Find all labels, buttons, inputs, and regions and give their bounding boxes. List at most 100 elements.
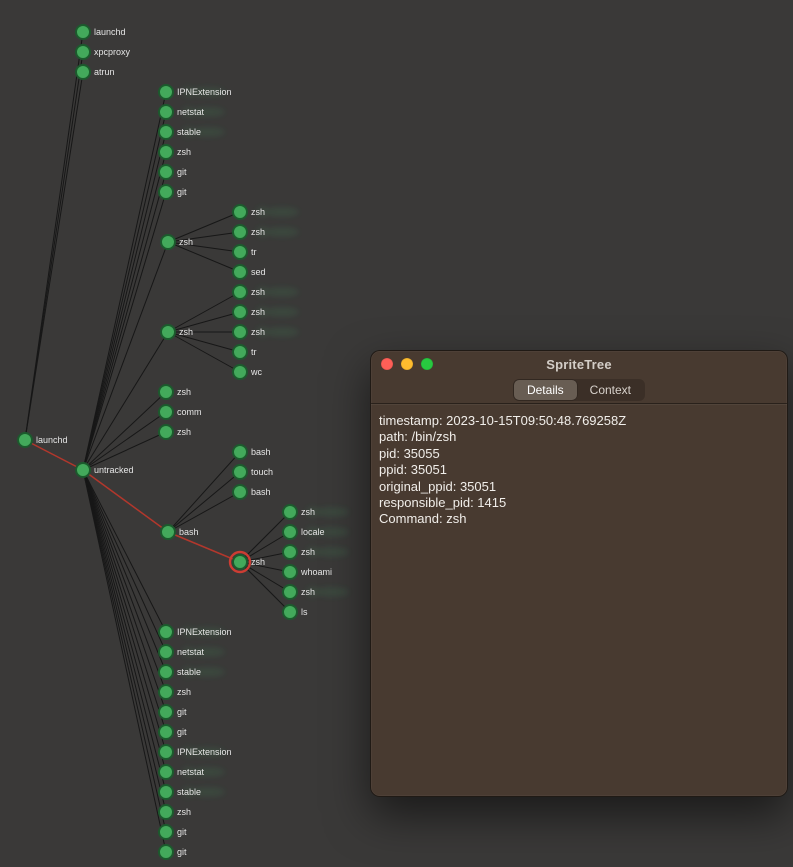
sprite-tree-window: SpriteTree Details Context timestamp: 202… (370, 350, 788, 797)
tree-node-label: locale (301, 527, 325, 537)
tree-node[interactable] (158, 764, 174, 780)
tree-edge (82, 469, 167, 773)
tree-node[interactable] (158, 684, 174, 700)
tree-node[interactable] (158, 184, 174, 200)
tree-node[interactable] (158, 704, 174, 720)
tree-node-label: xpcproxy (94, 47, 131, 57)
tree-node[interactable] (17, 432, 33, 448)
detail-line: timestamp: 2023-10-15T09:50:48.769258Z (379, 413, 627, 428)
tab-details[interactable]: Details (513, 380, 577, 400)
tree-node-label: comm (177, 407, 202, 417)
tree-node[interactable] (232, 364, 248, 380)
tree-node[interactable] (158, 724, 174, 740)
tree-edge (82, 469, 167, 813)
tree-node-label: git (177, 187, 187, 197)
tree-node-label: netstat (177, 107, 205, 117)
tree-edge (82, 131, 167, 471)
tree-node[interactable] (158, 744, 174, 760)
tree-node-label: untracked (94, 465, 134, 475)
tree-node[interactable] (282, 504, 298, 520)
tree-node[interactable] (282, 604, 298, 620)
detail-line: Command: zsh (379, 511, 467, 527)
tree-node[interactable] (75, 64, 91, 80)
detail-line: original_ppid: 35051 (379, 478, 497, 494)
tree-edge (82, 171, 167, 471)
tree-node[interactable] (232, 244, 248, 260)
tree-node[interactable] (232, 264, 248, 280)
tree-node[interactable] (232, 484, 248, 500)
tree-node[interactable] (232, 464, 248, 480)
tree-node[interactable] (160, 234, 176, 250)
tree-node[interactable] (158, 824, 174, 840)
tree-node[interactable] (158, 844, 174, 860)
tree-node[interactable] (282, 544, 298, 560)
tree-node-label: zsh (177, 427, 191, 437)
tab-context[interactable]: Context (589, 383, 632, 397)
tree-edge (24, 71, 84, 441)
tree-node[interactable] (232, 304, 248, 320)
tree-node[interactable] (75, 44, 91, 60)
tree-node-label: touch (251, 467, 273, 477)
tree-node-label: tr (251, 247, 257, 257)
selected-node-ring (228, 550, 252, 574)
tree-node[interactable] (158, 804, 174, 820)
tree-node[interactable] (232, 284, 248, 300)
node-ghost (306, 506, 349, 518)
tree-edge (167, 491, 241, 533)
window-titlebar[interactable]: SpriteTree (371, 351, 787, 377)
tree-node-label: IPNExtension (177, 747, 232, 757)
tree-edge-highlight (24, 439, 84, 471)
tree-node-label: tr (251, 347, 257, 357)
tree-edge (167, 331, 241, 353)
detail-line: path: /bin/zsh (379, 429, 457, 445)
tree-node-label: zsh (177, 687, 191, 697)
node-ghost (182, 126, 225, 138)
tree-node[interactable] (158, 84, 174, 100)
tree-node[interactable] (232, 554, 248, 570)
tree-node[interactable] (232, 204, 248, 220)
tree-node[interactable] (282, 524, 298, 540)
node-ghost (182, 106, 225, 118)
tree-node[interactable] (158, 784, 174, 800)
tree-node[interactable] (158, 404, 174, 420)
tree-node[interactable] (160, 524, 176, 540)
tree-node[interactable] (282, 564, 298, 580)
detail-line: ppid: 35051 (379, 462, 447, 478)
zoom-button[interactable] (421, 358, 433, 370)
tree-node[interactable] (158, 164, 174, 180)
tree-edge (167, 211, 241, 243)
tree-node[interactable] (158, 104, 174, 120)
tree-node[interactable] (160, 324, 176, 340)
tree-node[interactable] (158, 424, 174, 440)
node-ghost (306, 526, 349, 538)
tree-node[interactable] (158, 144, 174, 160)
tree-node[interactable] (158, 644, 174, 660)
tree-node[interactable] (158, 664, 174, 680)
tree-edge-highlight (82, 469, 169, 533)
tree-node[interactable] (158, 124, 174, 140)
tree-node-label: git (177, 707, 187, 717)
tree-node[interactable] (75, 462, 91, 478)
tree-node[interactable] (232, 324, 248, 340)
tree-node-label: zsh (301, 587, 315, 597)
tree-edge (82, 411, 167, 471)
tree-node[interactable] (158, 384, 174, 400)
tree-node[interactable] (232, 224, 248, 240)
tree-edge (239, 511, 291, 563)
tree-node[interactable] (158, 624, 174, 640)
node-ghost (182, 746, 225, 758)
tree-node[interactable] (282, 584, 298, 600)
tree-edge (82, 431, 167, 471)
tree-node-label: launchd (36, 435, 68, 445)
close-button[interactable] (381, 358, 393, 370)
tree-node[interactable] (232, 444, 248, 460)
tree-node[interactable] (75, 24, 91, 40)
tree-edge (82, 331, 169, 471)
minimize-button[interactable] (401, 358, 413, 370)
tree-node-label: zsh (301, 507, 315, 517)
tree-node-label: wc (250, 367, 262, 377)
tree-node[interactable] (232, 344, 248, 360)
detail-line: responsible_pid: 1415 (379, 495, 507, 511)
tree-node-label: git (177, 847, 187, 857)
